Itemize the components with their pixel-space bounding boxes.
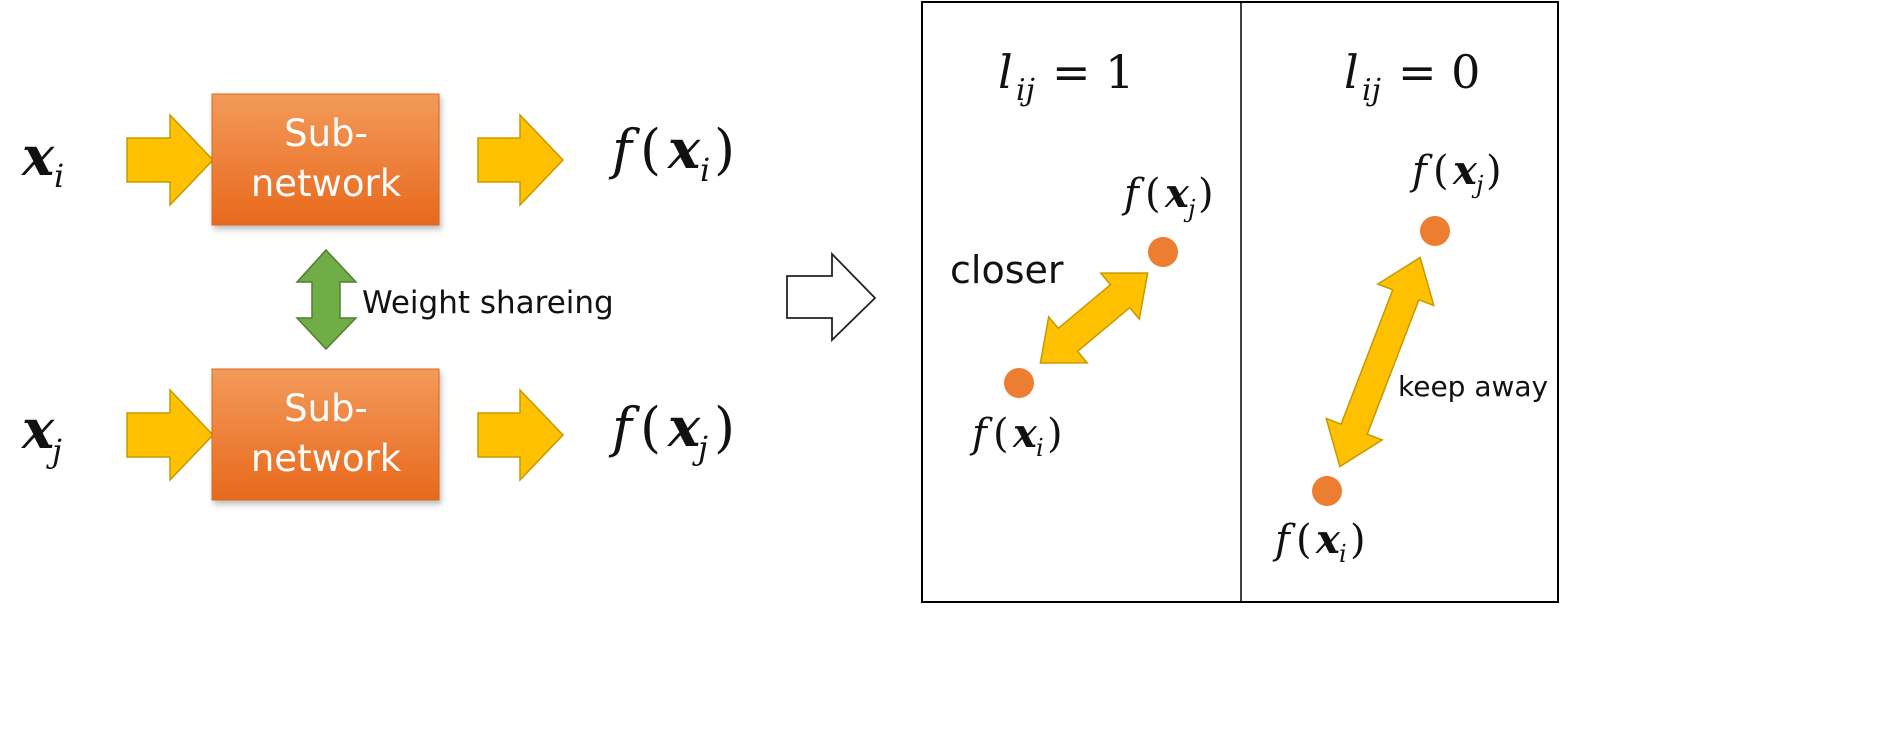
closer-arrow (1039, 272, 1149, 364)
similar-point-i (1004, 368, 1034, 398)
svg-text:l: l (1344, 45, 1359, 99)
keep-away-arrow (1325, 256, 1435, 468)
svg-text:= 1: = 1 (1052, 45, 1134, 99)
input-xi-label: x i (21, 124, 64, 195)
svg-text:f: f (1272, 517, 1296, 563)
input-arrow-top (126, 113, 215, 207)
similar-panel-label: l ij = 1 (998, 45, 1134, 108)
svg-text:i: i (54, 157, 64, 195)
transition-arrow (786, 251, 877, 343)
input-xj-label: x j (21, 397, 62, 470)
svg-text:): ) (1486, 148, 1502, 194)
svg-text:x: x (21, 397, 55, 461)
svg-text:x: x (1012, 410, 1038, 457)
svg-text:ij: ij (1362, 73, 1381, 108)
embedding-panels-frame (921, 1, 1559, 603)
dissimilar-point-i (1312, 476, 1342, 506)
svg-text:i: i (1036, 434, 1044, 462)
weight-sharing-arrow (295, 248, 358, 351)
dissimilar-panel-label: l ij = 0 (1344, 45, 1480, 108)
svg-text:f: f (1409, 148, 1433, 194)
svg-text:x: x (21, 124, 55, 188)
svg-text:x: x (1164, 170, 1190, 217)
svg-text:f: f (1121, 171, 1145, 217)
weight-sharing-label: Weight shareing (362, 285, 614, 321)
svg-text:): ) (1350, 517, 1366, 563)
dissimilar-point-j-label: f ( x j ) (1409, 147, 1502, 199)
subnetwork-top-box (211, 93, 440, 226)
svg-text:): ) (1047, 411, 1063, 457)
svg-text:(: ( (640, 118, 661, 181)
svg-text:i: i (700, 151, 710, 189)
output-fxi-label: f ( x i ) (608, 117, 735, 189)
svg-text:f: f (608, 118, 640, 181)
input-arrow-bottom (126, 388, 215, 482)
svg-text:= 0: = 0 (1398, 45, 1480, 99)
output-fxj-label: f ( x j ) (608, 395, 735, 467)
similar-point-j-label: f ( x j ) (1121, 170, 1214, 223)
svg-text:): ) (1198, 171, 1214, 217)
svg-text:l: l (998, 45, 1013, 99)
similar-point-i-label: f ( x i ) (969, 410, 1063, 462)
svg-text:(: ( (993, 411, 1009, 457)
svg-text:(: ( (1145, 171, 1161, 217)
svg-text:ij: ij (1016, 73, 1035, 108)
svg-text:i: i (1339, 540, 1347, 568)
svg-text:f: f (608, 396, 640, 459)
svg-text:): ) (714, 396, 735, 459)
subnetwork-bottom-box (211, 368, 440, 501)
output-arrow-top (477, 113, 565, 207)
svg-text:(: ( (1296, 517, 1312, 563)
svg-text:f: f (969, 411, 993, 457)
subnetwork-top-line2: network (251, 162, 402, 205)
subnetwork-bottom-line2: network (251, 437, 402, 480)
svg-text:x: x (1452, 147, 1478, 194)
subnetwork-top-line1: Sub- (284, 112, 368, 155)
svg-text:(: ( (640, 396, 661, 459)
dissimilar-point-i-label: f ( x i ) (1272, 516, 1366, 568)
svg-text:x: x (667, 117, 701, 181)
keep-away-label: keep away (1398, 370, 1548, 403)
svg-text:x: x (1315, 516, 1341, 563)
dissimilar-point-j (1420, 216, 1450, 246)
similar-point-j (1148, 237, 1178, 267)
output-arrow-bottom (477, 388, 565, 482)
svg-text:x: x (667, 395, 701, 459)
closer-label: closer (950, 248, 1064, 292)
svg-text:(: ( (1433, 148, 1449, 194)
subnetwork-bottom-line1: Sub- (284, 387, 368, 430)
svg-text:): ) (714, 118, 735, 181)
